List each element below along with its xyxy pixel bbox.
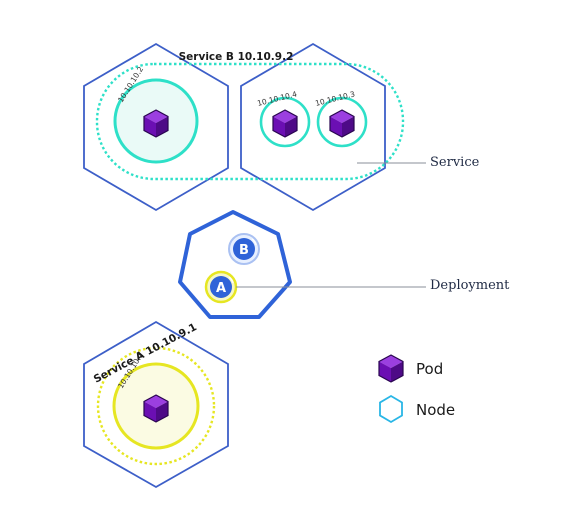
pod-icon	[143, 109, 169, 138]
deployment-badge-a: A	[204, 270, 238, 304]
node-right-top	[240, 42, 386, 212]
badge-b-label: B	[239, 243, 249, 258]
service-callout-label: Service	[430, 155, 480, 170]
legend: Pod Node	[378, 354, 455, 424]
legend-pod-label: Pod	[416, 360, 443, 378]
legend-node: Node	[379, 394, 455, 424]
pod-bottom: 10.10.10.1	[112, 351, 200, 450]
badge-a-label: A	[216, 281, 226, 296]
deployment-badge-b: B	[228, 233, 260, 265]
pod-icon	[378, 354, 404, 383]
legend-node-label: Node	[416, 401, 455, 419]
pod-icon	[143, 394, 169, 423]
legend-pod: Pod	[378, 354, 443, 383]
deployment-node	[178, 210, 292, 319]
pod-icon	[329, 109, 355, 138]
service-a-boundary	[96, 346, 216, 466]
deployment-callout-label: Deployment	[430, 278, 510, 293]
service-b-boundary	[95, 62, 405, 181]
service-b-label: Service B 10.10.9.2	[179, 51, 294, 63]
node-icon	[379, 394, 403, 424]
pod-icon	[272, 109, 298, 138]
